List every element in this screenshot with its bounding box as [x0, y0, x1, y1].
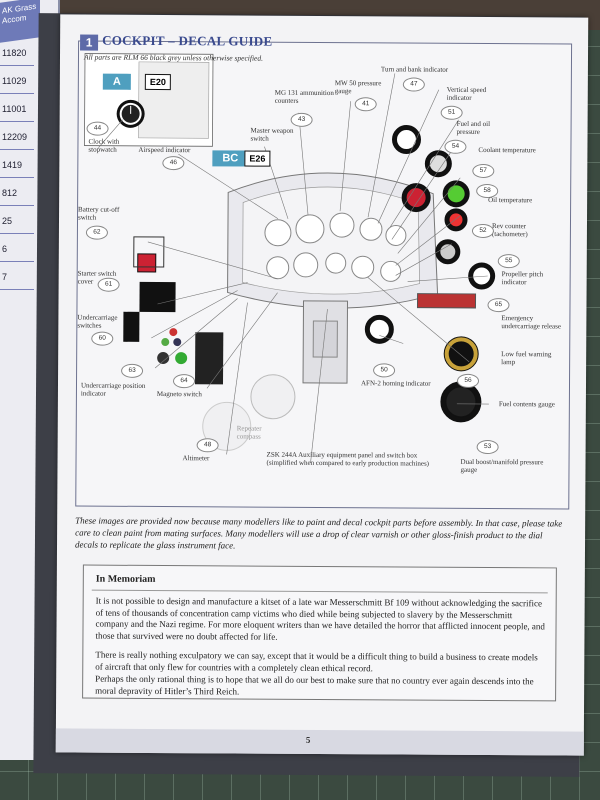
num-coolant: 57	[472, 163, 495, 179]
label-airspeed: Airspeed indicator	[138, 145, 191, 155]
num-clock: 44	[86, 121, 109, 136]
badge-e26: E26	[244, 150, 271, 167]
num-starter: 61	[97, 277, 120, 292]
label-undercarriage-pos: Undercarriage position indicator	[80, 381, 146, 398]
num-emergency: 65	[487, 298, 510, 313]
left-tab-number: 1419	[0, 152, 34, 178]
label-magneto: Magneto switch	[156, 389, 202, 399]
badge-a: A	[102, 73, 131, 90]
badge-e20: E20	[144, 73, 171, 91]
num-undercarriage-pos: 63	[121, 363, 144, 378]
num-altimeter: 48	[196, 438, 219, 453]
left-tab-number: 11820	[0, 40, 34, 66]
label-battery: Battery cut-off switch	[77, 205, 120, 222]
left-tab-number: 6	[0, 236, 34, 262]
section-title: COCKPIT – DECAL GUIDE	[102, 32, 273, 49]
num-vert-speed: 51	[440, 105, 463, 120]
left-tab-number: 11001	[0, 96, 34, 122]
page-number: 5	[305, 734, 311, 745]
label-zsk: ZSK 244A Auxiliary equipment panel and s…	[266, 450, 430, 468]
section-subtitle: All parts are RLM 66 black grey unless o…	[83, 52, 264, 63]
label-dual-boost: Dual boost/manifold pressure gauge	[460, 457, 544, 474]
left-tab-number: 812	[0, 180, 34, 206]
page-footer-bar	[55, 728, 584, 756]
num-turn-bank: 47	[402, 77, 425, 92]
memoriam-box: In Memoriam It is not possible to design…	[82, 564, 557, 702]
memoriam-paragraph-1: It is not possible to design and manufac…	[95, 595, 545, 642]
label-undercarriage-sw: Undercarriage switches	[77, 313, 118, 330]
num-low-fuel: 56	[456, 373, 480, 388]
instruction-page: A E20 BC E26 44 Clock with stopwatch Air…	[55, 14, 589, 756]
label-mw50: MW 50 pressure gauge	[334, 79, 382, 96]
memoriam-title: In Memoriam	[95, 573, 156, 585]
label-altimeter: Altimeter	[182, 454, 210, 463]
left-tab-number: 11029	[0, 68, 34, 94]
label-emergency: Emergency undercarriage release	[501, 314, 562, 331]
label-turn-bank: Turn and bank indicator	[380, 65, 449, 74]
label-fuel-oil: Fuel and oil pressure	[456, 119, 491, 136]
num-fuel-contents: 53	[476, 439, 499, 455]
label-oil-temp: Oil temperature	[488, 196, 533, 205]
label-repeater: Repeater compass	[236, 424, 262, 441]
num-mw50: 41	[354, 97, 377, 112]
label-fuel-contents: Fuel contents gauge	[498, 400, 555, 409]
left-tab-number: 12209	[0, 124, 34, 150]
label-vert-speed: Vertical speed indicator	[446, 85, 487, 102]
memoriam-paragraph-2: There is really nothing exculpatory we c…	[95, 649, 538, 673]
num-airspeed: 46	[162, 156, 185, 171]
memoriam-divider	[91, 589, 548, 594]
label-low-fuel: Low fuel warning lamp	[501, 350, 552, 367]
left-tab-number: 7	[0, 264, 34, 290]
num-magneto: 64	[172, 374, 196, 389]
num-mg131: 43	[290, 112, 313, 127]
memoriam-paragraph-3: Perhaps the only rational thing is to ho…	[95, 673, 534, 697]
num-battery: 62	[85, 225, 108, 240]
label-rev-counter: Rev counter (tachometer)	[491, 222, 528, 239]
num-rev-counter: 52	[471, 223, 494, 239]
cockpit-diagram	[84, 53, 496, 463]
label-propeller: Propeller pitch indicator	[501, 270, 544, 287]
num-undercarriage-sw: 60	[91, 331, 114, 346]
num-fuel-oil: 54	[444, 139, 467, 154]
label-coolant: Coolant temperature	[478, 145, 536, 155]
left-tab-number: 25	[0, 208, 34, 234]
label-mg131: MG 131 ammunition counters	[274, 88, 334, 105]
label-afn2: AFN-2 homing indicator	[360, 379, 431, 388]
section-number: 1	[80, 34, 99, 51]
decal-guide-frame: A E20 BC E26 44 Clock with stopwatch Air…	[75, 40, 573, 510]
label-master-weapon: Master weapon switch	[250, 126, 294, 143]
num-propeller: 55	[497, 254, 520, 269]
num-afn2: 50	[373, 363, 396, 378]
intro-paragraph: These images are provided now because ma…	[74, 515, 563, 551]
